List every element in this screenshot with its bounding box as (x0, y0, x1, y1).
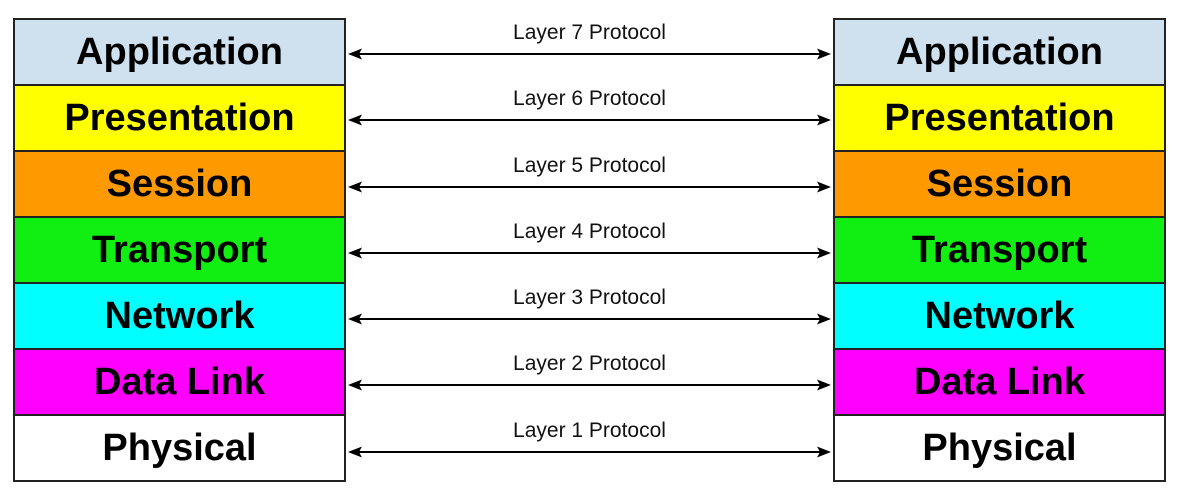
arrow-head-left (348, 247, 362, 259)
protocol-link-layer-1: Layer 1 Protocol (346, 416, 833, 482)
layer-label: Session (106, 163, 253, 205)
double-headed-arrow-icon (348, 313, 831, 325)
right-layer-network: Network (835, 284, 1164, 350)
layer-label: Transport (911, 229, 1088, 271)
arrow-head-right (817, 48, 831, 60)
layer-label: Physical (922, 427, 1077, 469)
left-layer-session: Session (15, 152, 344, 218)
protocol-link-layer-4: Layer 4 Protocol (346, 217, 833, 283)
protocol-label: Layer 3 Protocol (513, 286, 666, 310)
protocol-link-layer-2: Layer 2 Protocol (346, 349, 833, 415)
layer-label: Session (926, 163, 1073, 205)
layer-label: Application (76, 31, 283, 73)
double-headed-arrow-icon (348, 446, 831, 458)
right-layer-session: Session (835, 152, 1164, 218)
double-headed-arrow-icon (348, 181, 831, 193)
arrow-head-left (348, 313, 362, 325)
left-layer-physical: Physical (15, 416, 344, 480)
right-layer-application: Application (835, 20, 1164, 86)
arrow-head-left (348, 181, 362, 193)
arrow-head-right (817, 446, 831, 458)
arrow-head-right (817, 247, 831, 259)
protocol-link-layer-7: Layer 7 Protocol (346, 18, 833, 84)
double-headed-arrow-icon (348, 114, 831, 126)
protocol-links: Layer 7 Protocol Layer 6 Protocol Layer … (346, 18, 833, 482)
arrow-head-left (348, 48, 362, 60)
arrow-head-left (348, 446, 362, 458)
protocol-label: Layer 1 Protocol (513, 418, 666, 442)
protocol-label: Layer 7 Protocol (513, 21, 666, 44)
layer-label: Transport (91, 229, 268, 271)
left-layer-presentation: Presentation (15, 86, 344, 152)
layer-label: Network (104, 295, 255, 337)
double-headed-arrow-icon (348, 114, 831, 126)
right-layer-data-link: Data Link (835, 350, 1164, 416)
left-layer-network: Network (15, 284, 344, 350)
right-osi-stack: Application Presentation Session Transpo… (833, 18, 1166, 482)
double-headed-arrow-icon (348, 446, 831, 458)
double-headed-arrow-icon (348, 48, 831, 60)
left-osi-stack: Application Presentation Session Transpo… (13, 18, 346, 482)
arrow-head-right (817, 379, 831, 391)
double-headed-arrow-icon (348, 313, 831, 325)
double-headed-arrow-icon (348, 181, 831, 193)
protocol-label: Layer 5 Protocol (513, 153, 666, 177)
arrow-head-right (817, 181, 831, 193)
double-headed-arrow-icon (348, 247, 831, 259)
layer-label: Data Link (913, 361, 1086, 403)
layer-label: Network (924, 295, 1075, 337)
double-headed-arrow-icon (348, 48, 831, 60)
protocol-label: Layer 6 Protocol (513, 87, 666, 111)
left-layer-data-link: Data Link (15, 350, 344, 416)
double-headed-arrow-icon (348, 379, 831, 391)
left-layer-transport: Transport (15, 218, 344, 284)
layer-label: Presentation (64, 97, 295, 139)
double-headed-arrow-icon (348, 379, 831, 391)
arrow-head-right (817, 313, 831, 325)
right-layer-presentation: Presentation (835, 86, 1164, 152)
right-layer-transport: Transport (835, 218, 1164, 284)
protocol-link-layer-6: Layer 6 Protocol (346, 84, 833, 150)
arrow-head-left (348, 114, 362, 126)
protocol-label: Layer 4 Protocol (513, 219, 666, 243)
layer-label: Presentation (884, 97, 1115, 139)
protocol-label: Layer 2 Protocol (513, 352, 666, 376)
layer-label: Data Link (93, 361, 266, 403)
protocol-link-layer-5: Layer 5 Protocol (346, 151, 833, 217)
double-headed-arrow-icon (348, 247, 831, 259)
protocol-link-layer-3: Layer 3 Protocol (346, 283, 833, 349)
arrow-head-right (817, 114, 831, 126)
left-layer-application: Application (15, 20, 344, 86)
arrow-head-left (348, 379, 362, 391)
right-layer-physical: Physical (835, 416, 1164, 480)
layer-label: Application (896, 31, 1103, 73)
layer-label: Physical (102, 427, 257, 469)
